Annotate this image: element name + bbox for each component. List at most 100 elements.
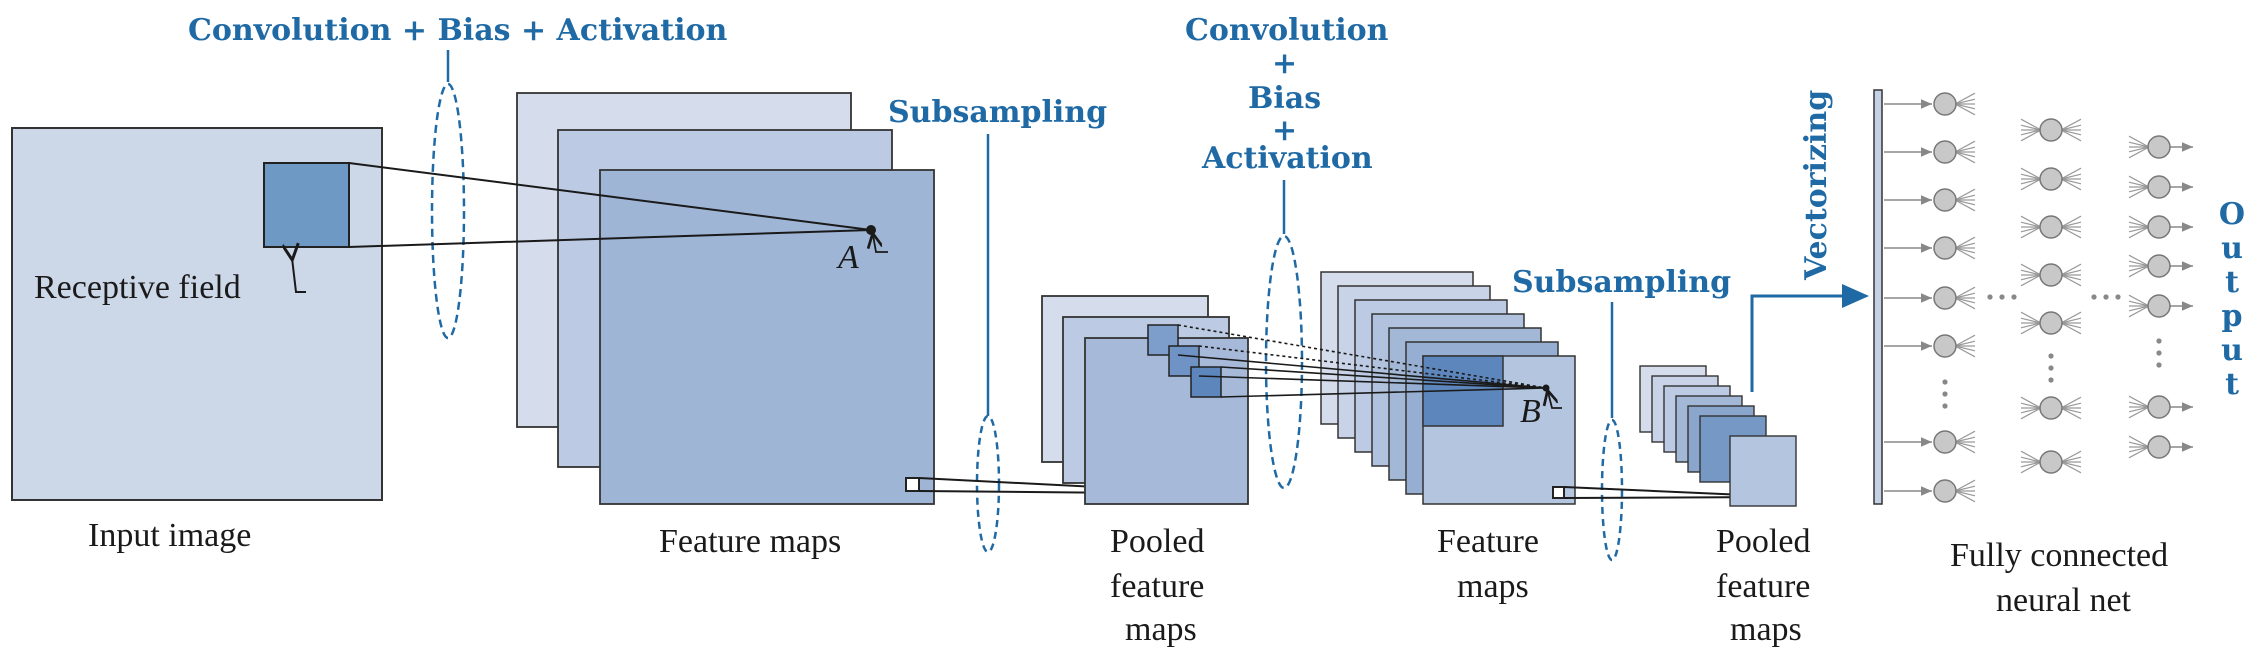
neuron — [2147, 135, 2171, 159]
synapse-line — [2020, 396, 2042, 409]
synapse-line — [2020, 167, 2042, 180]
ellipsis-dot — [2011, 294, 2017, 300]
receptive-field-label: Receptive field — [34, 269, 241, 306]
ellipsis-dot — [2048, 365, 2054, 371]
projection-line-a-top — [348, 162, 872, 231]
synapse-line — [1954, 436, 1976, 443]
synapse-line — [1954, 345, 1976, 358]
synapse-line — [1954, 485, 1976, 492]
input-image-label: Input image — [88, 517, 251, 554]
synapse-line — [2060, 322, 2082, 329]
synapse-line — [1954, 199, 1976, 206]
synapse-line — [1954, 236, 1976, 249]
synapse-line — [2020, 311, 2042, 324]
synapse-line — [2060, 402, 2082, 409]
fc-label-line2: neural net — [1996, 582, 2132, 619]
pooled-1-line1: Pooled — [1110, 523, 1204, 560]
output-letter: t — [2225, 367, 2239, 402]
conv2-ellipse — [1264, 234, 1304, 490]
synapse-line — [2128, 226, 2150, 233]
synapse-line — [2060, 461, 2082, 474]
ellipsis-dot — [2048, 377, 2054, 383]
synapse-line — [1954, 334, 1976, 347]
synapse-line — [2060, 215, 2082, 228]
synapse-line — [2060, 322, 2082, 335]
point-b-dot — [1542, 384, 1550, 392]
neuron — [1933, 140, 1957, 164]
vectorizing-label: Vectorizing — [1799, 90, 1834, 281]
output-letter: p — [2222, 299, 2243, 334]
synapse-line — [2128, 401, 2150, 408]
neuron — [2147, 175, 2171, 199]
output-letter: t — [2225, 265, 2239, 300]
synapse-line — [2020, 129, 2042, 142]
synapse-line — [2128, 186, 2150, 193]
neuron — [2039, 215, 2063, 239]
synapse-line — [1954, 98, 1976, 105]
pooled-kernel-3 — [1190, 366, 1222, 398]
synapse-line — [2128, 395, 2150, 408]
synapse-line — [2020, 263, 2042, 276]
projection-line-b — [1220, 387, 1547, 398]
synapse-line — [1954, 292, 1976, 299]
synapse-line — [2020, 178, 2042, 185]
synapse-line — [2020, 226, 2042, 233]
point-a-label: A — [836, 239, 859, 276]
ellipsis-dot — [2091, 294, 2097, 300]
synapse-line — [2020, 402, 2042, 409]
pooled-2-line2: feature — [1716, 568, 1810, 605]
synapse-line — [1954, 297, 1976, 304]
projection-line-b — [1177, 324, 1547, 389]
feature-maps-2-line1: Feature — [1437, 523, 1539, 560]
synapse-line — [2060, 456, 2082, 463]
synapse-line — [2128, 146, 2150, 159]
point-a-pointer — [873, 235, 888, 253]
synapse-line — [1954, 194, 1976, 201]
conv2-line2: Bias — [1248, 81, 1321, 116]
neuron — [1933, 430, 1957, 454]
synapse-line — [2020, 269, 2042, 276]
pooled-map-1c — [1084, 337, 1249, 505]
neuron — [2147, 254, 2171, 278]
projection-line-b — [1220, 366, 1547, 389]
synapse-line — [2060, 178, 2082, 191]
feature-maps-2-stack — [1320, 271, 1576, 505]
synapse-line — [1954, 247, 1976, 254]
projection-line-b — [1198, 345, 1547, 389]
ellipsis-dot — [2048, 353, 2054, 359]
synapse-line — [2020, 215, 2042, 228]
synapse-line — [2060, 407, 2082, 420]
synapse-line — [1954, 151, 1976, 164]
synapse-line — [2128, 215, 2150, 228]
feature-map-1-window — [905, 477, 920, 492]
conv1-label: Convolution + Bias + Activation — [188, 13, 727, 48]
synapse-line — [1954, 242, 1976, 249]
synapse-line — [2128, 305, 2150, 318]
synapse-line — [2020, 450, 2042, 463]
point-b-label: B — [1520, 393, 1541, 430]
synapse-line — [1954, 345, 1976, 352]
fully-connected-net — [1884, 92, 2193, 503]
synapse-line — [1954, 103, 1976, 116]
synapse-line — [2020, 124, 2042, 131]
synapse-line — [2020, 461, 2042, 468]
pooled-2-line3: maps — [1730, 611, 1802, 648]
synapse-line — [2020, 317, 2042, 324]
synapse-line — [1954, 103, 1976, 110]
ellipsis-dot — [2156, 350, 2162, 356]
synapse-line — [1954, 140, 1976, 153]
synapse-line — [1954, 490, 1976, 503]
ellipsis-dot — [2115, 294, 2121, 300]
feature-map-1c — [599, 169, 935, 505]
synapse-line — [2060, 129, 2082, 142]
pooled-map-2-layer — [1729, 435, 1797, 507]
neuron — [2039, 118, 2063, 142]
synapse-line — [2128, 441, 2150, 448]
projection-line-b — [1177, 354, 1547, 389]
pooled-kernel-1 — [1147, 324, 1179, 356]
ellipsis-dot — [2103, 294, 2109, 300]
synapse-line — [2020, 456, 2042, 463]
synapse-line — [2020, 407, 2042, 420]
synapse-line — [2128, 135, 2150, 148]
